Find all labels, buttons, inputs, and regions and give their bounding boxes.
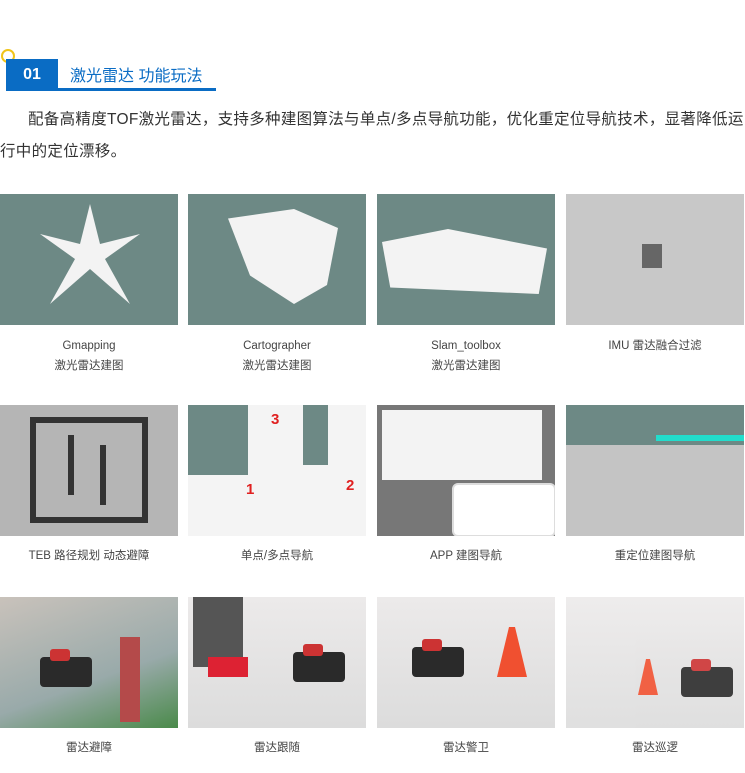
nav-point-3: 3 — [271, 411, 280, 428]
caption-line1: 雷达避障 — [66, 742, 112, 754]
nav-point-2: 2 — [346, 477, 355, 494]
caption-follow: 雷达跟随 — [188, 738, 366, 758]
caption-app: APP 建图导航 — [377, 546, 555, 566]
robot-marker — [642, 244, 662, 268]
caption-line1: 雷达警卫 — [443, 742, 489, 754]
app-nav-image — [377, 405, 555, 536]
caption-line1: APP 建图导航 — [430, 550, 502, 562]
gmapping-image — [0, 194, 178, 325]
caption-imu: IMU 雷达融合过滤 — [566, 336, 744, 356]
caption-multipoint: 单点/多点导航 — [188, 546, 366, 566]
caption-relocalization: 重定位建图导航 — [566, 546, 744, 566]
caption-line2: 激光雷达建图 — [54, 360, 124, 372]
section-number: 01 — [6, 59, 58, 91]
caption-line1: IMU 雷达融合过滤 — [608, 340, 702, 352]
caption-guard: 雷达警卫 — [377, 738, 555, 758]
caption-teb: TEB 路径规划 动态避障 — [0, 546, 178, 566]
caption-line1: Gmapping — [62, 340, 116, 352]
caption-line1: Cartographer — [243, 340, 311, 352]
caption-line1: 单点/多点导航 — [240, 550, 314, 562]
obstacle-avoid-photo — [0, 597, 178, 728]
title-underline — [6, 88, 216, 91]
caption-line2: 激光雷达建图 — [242, 360, 312, 372]
guard-photo — [377, 597, 555, 728]
nav-point-1: 1 — [246, 481, 255, 498]
caption-line1: Slam_toolbox — [431, 340, 501, 352]
caption-line2: 激光雷达建图 — [431, 360, 501, 372]
slam-toolbox-image — [377, 194, 555, 325]
description: 配备高精度TOF激光雷达，支持多种建图算法与单点/多点导航功能，优化重定位导航技… — [0, 111, 744, 160]
teb-image — [0, 405, 178, 536]
cartographer-image — [188, 194, 366, 325]
caption-line1: 重定位建图导航 — [614, 550, 696, 562]
caption-line1: TEB 路径规划 动态避障 — [28, 550, 150, 562]
caption-line1: 雷达跟随 — [254, 742, 300, 754]
caption-line1: 雷达巡逻 — [632, 742, 678, 754]
section-title: 激光雷达 功能玩法 — [70, 68, 203, 85]
caption-gmapping: Gmapping 激光雷达建图 — [0, 336, 178, 376]
caption-slam-toolbox: Slam_toolbox 激光雷达建图 — [377, 336, 555, 376]
patrol-photo — [566, 597, 744, 728]
imu-fusion-image — [566, 194, 744, 325]
caption-patrol: 雷达巡逻 — [566, 738, 744, 758]
follow-photo — [188, 597, 366, 728]
caption-cartographer: Cartographer 激光雷达建图 — [188, 336, 366, 376]
caption-avoid: 雷达避障 — [0, 738, 178, 758]
multipoint-nav-image: 1 2 3 — [188, 405, 366, 536]
relocalization-image — [566, 405, 744, 536]
